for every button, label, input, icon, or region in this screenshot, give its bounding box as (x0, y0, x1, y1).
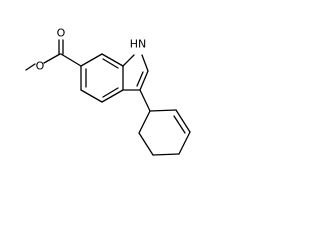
bond-ring-5-6 (138, 132, 154, 156)
bond-ring-3-4 (178, 131, 191, 155)
bond-c7-c7a-inner (102, 58, 119, 69)
bond-c4-c5 (80, 89, 103, 103)
bond-ring-1-2 (149, 109, 177, 112)
bond-ring-4-5 (152, 153, 180, 156)
bond-carbonyl-c6 (60, 53, 82, 67)
ether-oxygen-label: O (36, 60, 45, 73)
bond-ring-2-3-inner (173, 115, 186, 134)
structure-diagram: O O HN (25, 27, 191, 156)
bond-methyl-o (25, 63, 36, 71)
bond-c3-cyclohexenyl (139, 89, 151, 112)
indole-nh-label: HN (130, 38, 147, 51)
carbonyl-oxygen-label: O (57, 27, 66, 40)
bond-c3a-c4-inner (102, 87, 119, 98)
bond-c3a-c4 (101, 89, 124, 103)
bond-c7-c7a (101, 53, 124, 67)
bond-c2-c3 (139, 70, 149, 91)
bond-ring-2-3 (175, 109, 191, 133)
bond-c7a-n1 (122, 54, 135, 67)
bond-o-carbonyl (43, 53, 61, 64)
bond-ring-6-1 (138, 110, 151, 134)
bond-n1-c2 (141, 54, 149, 72)
bond-c2-c3-inner (136, 71, 144, 87)
bond-c6-c7 (80, 53, 103, 67)
